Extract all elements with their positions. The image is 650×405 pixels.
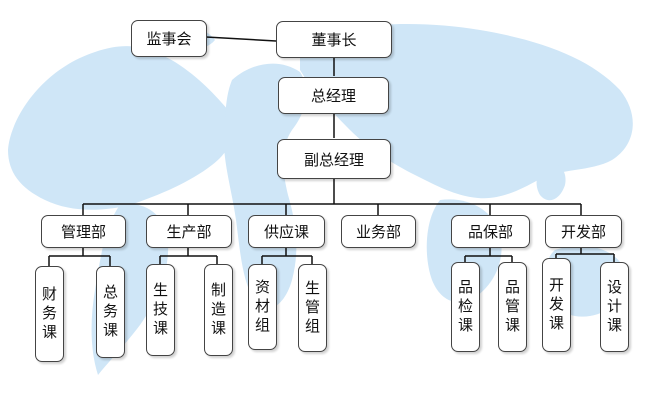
dept-management-box: 管理部 — [41, 215, 126, 248]
dept-supply-box: 供应课 — [248, 215, 325, 248]
unit-dev-section-box: 开发课 — [542, 258, 571, 352]
dept-development-box: 开发部 — [545, 215, 622, 248]
unit-materials-box: 资材组 — [248, 264, 277, 350]
general-manager-box: 总经理 — [278, 77, 389, 114]
chairman-box: 董事长 — [276, 21, 392, 58]
dept-sales-box: 业务部 — [341, 215, 416, 248]
unit-manufacturing-box: 制造课 — [204, 264, 233, 356]
unit-general-affairs-box: 总务课 — [96, 266, 125, 358]
unit-production-tech-box: 生技课 — [146, 264, 175, 356]
unit-production-control-box: 生管组 — [298, 264, 327, 352]
supervisory-board-box: 监事会 — [131, 20, 207, 57]
dept-quality-box: 品保部 — [451, 215, 530, 248]
unit-quality-control-box: 品管课 — [498, 262, 527, 352]
unit-design-box: 设计课 — [600, 262, 629, 352]
unit-finance-box: 财务课 — [35, 266, 64, 362]
unit-inspection-box: 品检课 — [451, 262, 480, 352]
dept-production-box: 生产部 — [146, 215, 232, 248]
deputy-gm-box: 副总经理 — [277, 139, 391, 179]
